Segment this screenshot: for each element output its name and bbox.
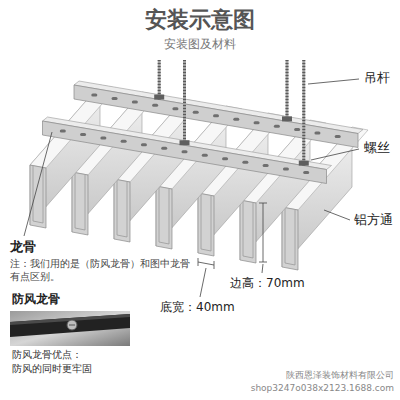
nut xyxy=(282,116,292,121)
threaded-rod xyxy=(183,60,186,145)
tube-inner xyxy=(201,194,211,251)
height-leader xyxy=(262,264,263,273)
carrier-channel xyxy=(43,60,332,184)
dimension-label: 边高：70mm xyxy=(230,276,305,291)
tube-front xyxy=(114,179,130,242)
tube-front xyxy=(282,207,298,270)
carrier-hole xyxy=(60,129,66,132)
carrier-hole xyxy=(172,107,178,110)
carrier-hole xyxy=(294,128,300,131)
note: 防风龙骨优点： xyxy=(12,349,82,362)
tube-inner xyxy=(117,180,127,237)
carrier-hole xyxy=(182,150,188,153)
carrier-hole xyxy=(254,121,260,124)
rod-thread xyxy=(158,60,161,100)
photo-frame xyxy=(10,311,130,346)
carrier-top xyxy=(43,117,332,170)
screw-slot xyxy=(69,325,75,326)
tube-inner xyxy=(243,201,253,258)
keel-bar xyxy=(10,314,130,337)
leader-line xyxy=(308,79,359,84)
watermark: shop3247o038x2123.1688.com xyxy=(251,383,394,394)
carrier-hole xyxy=(91,93,97,96)
nut xyxy=(299,161,309,166)
tick xyxy=(198,258,199,266)
threaded-rod xyxy=(158,60,161,100)
carrier-hole xyxy=(141,143,147,146)
rod-thread xyxy=(286,60,289,121)
tube-front xyxy=(30,165,46,228)
width-leader xyxy=(200,268,206,297)
carrier-hole xyxy=(303,171,309,174)
carrier-hole xyxy=(335,135,341,138)
carrier-hole xyxy=(202,154,208,157)
note: 注：我们用的是（防风龙骨）和图中龙骨有点区别。 xyxy=(10,258,190,283)
nut xyxy=(154,95,164,100)
carrier-hole xyxy=(112,97,118,100)
carrier-hole xyxy=(242,161,248,164)
carrier-hole xyxy=(193,111,199,114)
leader-line xyxy=(24,132,52,236)
tick xyxy=(259,262,267,263)
threaded-rod xyxy=(302,60,305,166)
carrier-hole xyxy=(152,104,158,107)
tube-front xyxy=(240,200,256,263)
tube-front xyxy=(72,172,88,235)
tick xyxy=(259,203,267,204)
leader-line xyxy=(311,149,359,160)
aluminum-tube xyxy=(30,85,116,228)
leader-lines xyxy=(24,79,359,236)
carrier-hole xyxy=(274,125,280,128)
part-name: 龙骨 xyxy=(10,239,36,255)
threaded-rod xyxy=(286,60,289,121)
carrier-hole xyxy=(121,140,127,143)
windproof-keel-photo xyxy=(10,311,130,346)
tube-inner xyxy=(75,173,85,230)
tube-front xyxy=(156,186,172,249)
carrier-hole xyxy=(100,136,106,139)
inset-title: 防风龙骨 xyxy=(12,292,60,307)
part-name: 螺丝 xyxy=(364,140,390,156)
tick xyxy=(214,261,215,269)
width-dimension xyxy=(198,262,214,265)
carrier-hole xyxy=(263,164,269,167)
tube-inner xyxy=(285,208,295,265)
carrier-hole xyxy=(213,114,219,117)
dimension-label: 底宽：40mm xyxy=(160,300,235,315)
aluminum-tubes xyxy=(30,85,368,270)
carrier-hole xyxy=(80,133,86,136)
carrier-hole xyxy=(314,132,320,135)
part-name: 铝方通 xyxy=(354,212,393,228)
nut xyxy=(180,140,190,145)
subtitle: 安装图及材料 xyxy=(0,37,400,52)
part-name: 吊杆 xyxy=(364,70,390,86)
tube-front xyxy=(198,193,214,256)
height-dimension xyxy=(263,203,264,262)
note: 防风的同时更牢固 xyxy=(12,363,92,376)
carrier-hole xyxy=(132,100,138,103)
tube-inner xyxy=(33,166,43,223)
carrier-hole xyxy=(283,168,289,171)
screw-head xyxy=(67,320,77,330)
carrier-hole xyxy=(233,118,239,121)
rod-thread xyxy=(183,60,186,145)
carrier-top xyxy=(74,81,363,134)
watermark: 陕西恩泽装饰材料有限公司 xyxy=(286,370,394,381)
title: 安装示意图 xyxy=(0,6,400,34)
carrier-hole xyxy=(222,157,228,160)
tube-inner xyxy=(159,187,169,244)
carrier-hole xyxy=(161,147,167,150)
rod-thread xyxy=(302,60,305,166)
leader-line xyxy=(324,210,350,220)
